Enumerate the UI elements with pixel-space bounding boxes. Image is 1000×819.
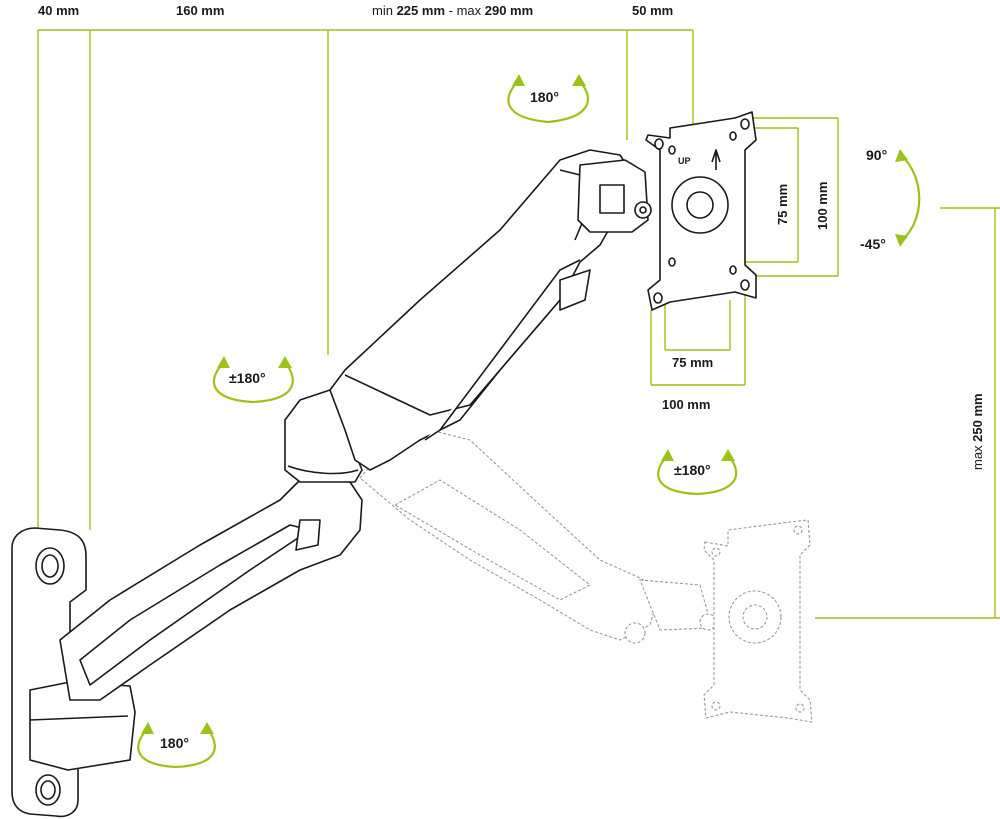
rotation-base-swivel: 180°: [160, 735, 189, 751]
dim-arm-segment: 160 mm: [176, 3, 225, 18]
rotation-lower-head-swivel: ±180°: [674, 462, 711, 478]
rotation-head-swivel: 180°: [530, 89, 559, 105]
dim-vesa-vertical-small: 75 mm: [775, 183, 790, 225]
dim-max-height-value: 250 mm: [970, 393, 985, 442]
dim-head-offset: 50 mm: [632, 3, 674, 18]
dim-vesa-horizontal-large: 100 mm: [662, 397, 711, 412]
dim-max-height: max 250 mm: [970, 393, 985, 470]
dim-reach-max-value: 290 mm: [484, 3, 534, 18]
dimension-lines: [37, 29, 1000, 619]
dim-reach: min 225 mm - max 290 mm: [372, 3, 533, 19]
dim-vesa-vertical-large: 100 mm: [815, 181, 830, 230]
dim-reach-min-value: 225 mm: [396, 3, 445, 18]
rotation-tilt-up: 90°: [866, 147, 888, 163]
dim-reach-separator: - max: [448, 3, 482, 18]
vesa-up-label: UP: [678, 156, 691, 166]
rotation-tilt-down: -45°: [860, 236, 886, 252]
dim-max-height-prefix: max: [970, 445, 985, 470]
arm-upper-position: [11, 111, 757, 818]
dim-reach-min-prefix: min: [372, 3, 393, 18]
rotation-arrows: [137, 74, 921, 769]
rotation-elbow-swivel: ±180°: [229, 370, 266, 386]
arm-lowered-position: [359, 429, 813, 723]
dim-vesa-horizontal-small: 75 mm: [672, 355, 714, 370]
dim-wall-offset: 40 mm: [38, 3, 80, 18]
